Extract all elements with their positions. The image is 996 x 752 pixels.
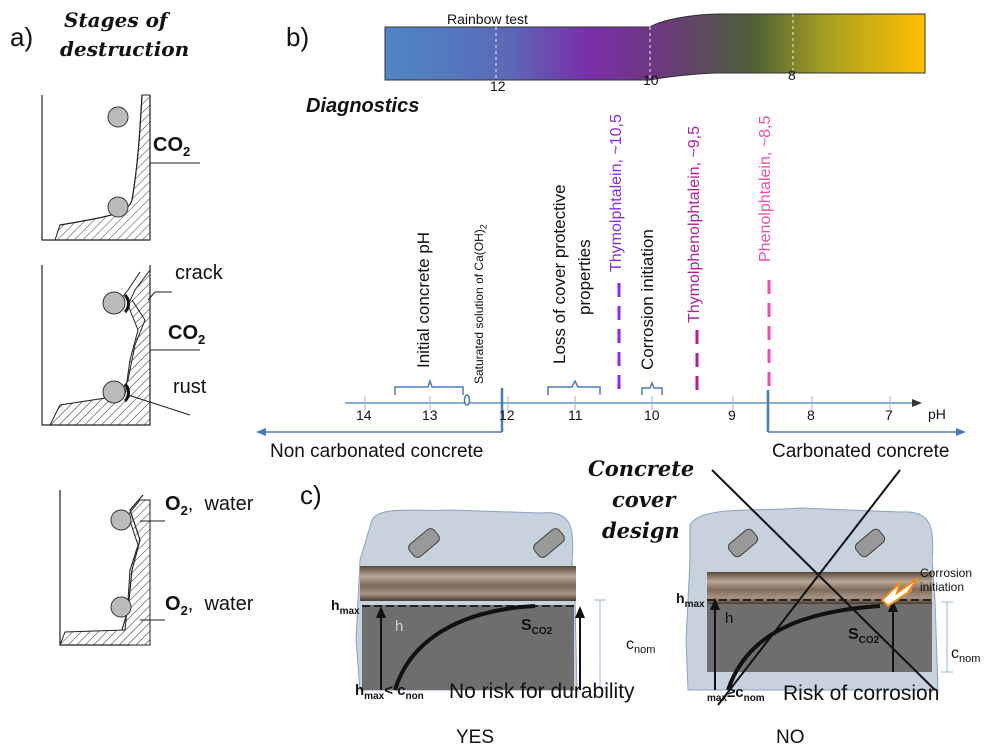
carbonated-label: Carbonated concrete — [772, 441, 950, 462]
corrosion-initiation-label: Corrosion initiation — [638, 229, 657, 370]
rainbow-tick-12: 12 — [490, 78, 506, 94]
risk-text: Risk of corrosion — [783, 682, 940, 705]
ph-axis — [256, 280, 966, 436]
axis-tick-14: 14 — [356, 407, 372, 423]
cnom-right: cnom — [951, 645, 981, 666]
corrosion-initiation-c-line2: initiation — [920, 580, 965, 594]
phenolphthalein-label: Phenolphtalein, ~8,5 — [757, 115, 774, 262]
rainbow-tick-10: 10 — [643, 72, 659, 88]
h-left: h — [395, 618, 404, 635]
sco2-right: SCO2 — [848, 626, 880, 647]
right-condition: max≥cnom — [707, 684, 765, 704]
axis-unit: pH — [928, 406, 946, 422]
non-carbonated-label: Non carbonated concrete — [270, 441, 484, 462]
o2-water-label-1: O2, water — [165, 493, 254, 518]
panel-b-label: b) — [286, 22, 310, 52]
panel-a-stage2 — [41, 265, 200, 426]
panel-a-stage1 — [41, 94, 200, 241]
axis-tick-10: 10 — [644, 407, 660, 423]
beam-left — [355, 509, 606, 691]
beam-right — [685, 469, 953, 706]
cnom-left: cnom — [626, 636, 656, 657]
saturated-solution-label: Saturated solution of Ca(OH)2 — [472, 224, 489, 384]
thymolphenolphthalein-label: Thymolphenolphtalein, ~9,5 — [686, 125, 703, 323]
rainbow-bar — [384, 13, 926, 81]
axis-tick-11: 11 — [568, 407, 583, 423]
loss-protective-line1: Loss of cover protective — [550, 184, 569, 364]
initial-ph-label: Initial concrete pH — [414, 231, 433, 368]
axis-tick-12: 12 — [499, 407, 515, 423]
rebar-stub-right2 — [854, 528, 886, 558]
rainbow-title: Rainbow test — [447, 11, 528, 27]
panel-a-title-line1: Stages of — [64, 8, 168, 32]
loss-protective-line2: properties — [575, 239, 594, 315]
panel-a-stage3 — [59, 490, 165, 646]
rainbow-tick-8: 8 — [788, 67, 796, 83]
design-line3: design — [602, 518, 680, 543]
thymolphthalein-label: Thymolphtalein, ~10,5 — [608, 114, 625, 272]
hmax-right: hmax — [676, 590, 705, 610]
no-risk-text: No risk for durability — [449, 680, 635, 703]
no-label: NO — [776, 727, 805, 748]
corrosion-initiation-c-line1: Corrosion — [920, 566, 973, 580]
panel-c-label: c) — [300, 480, 322, 510]
yes-label: YES — [456, 727, 495, 748]
o2-water-label-2: O2, water — [165, 593, 254, 618]
panel-a-label: a) — [10, 22, 34, 52]
h-right: h — [725, 610, 734, 627]
co2-label-2: CO2 — [168, 322, 206, 347]
crack-label: crack — [175, 262, 223, 284]
axis-tick-9: 9 — [728, 407, 736, 423]
co2-label-1: CO2 — [153, 134, 191, 159]
design-line2: cover — [612, 487, 676, 512]
rust-label: rust — [173, 376, 207, 398]
rebar-stub-right1 — [727, 528, 759, 558]
rebar-stub-left2 — [533, 528, 565, 558]
rebar-stub-left1 — [408, 528, 440, 558]
sco2-left: SCO2 — [521, 617, 553, 638]
diagnostics-heading: Diagnostics — [306, 95, 420, 117]
hmax-left: hmax — [331, 597, 360, 617]
axis-tick-13: 13 — [422, 407, 438, 423]
left-condition: hmax< cnon — [355, 682, 424, 702]
axis-tick-7: 7 — [885, 407, 893, 423]
axis-tick-8: 8 — [807, 407, 815, 423]
design-line1: Concrete — [588, 456, 695, 481]
panel-a-title-line2: destruction — [60, 37, 190, 61]
